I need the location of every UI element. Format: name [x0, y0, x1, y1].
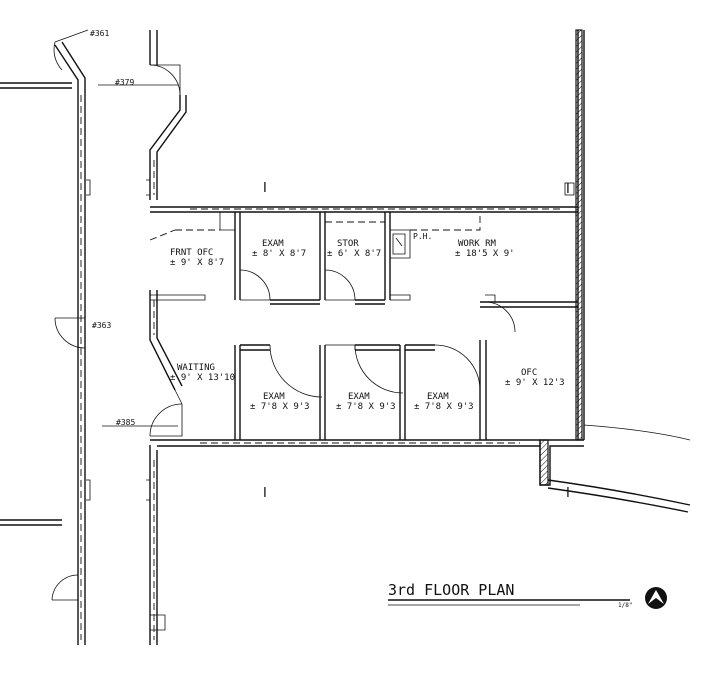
plan-title: 3rd FLOOR PLAN	[388, 581, 514, 599]
room-name: STOR	[337, 239, 359, 249]
room-name: EXAM	[263, 392, 285, 402]
room-size: ± 18'5 X 9'	[455, 249, 515, 259]
room-name: WAITING	[177, 363, 215, 373]
room-labels: FRNT OFC ± 9' X 8'7 EXAM ± 8' X 8'7 STOR…	[170, 232, 565, 412]
unit-number: #361	[90, 29, 109, 38]
room-name: FRNT OFC	[170, 248, 213, 258]
unit-number: #385	[116, 418, 135, 427]
bottom-room-walls	[174, 340, 487, 440]
room-size: ± 9' X 13'10	[170, 373, 235, 383]
title-block: 3rd FLOOR PLAN 1/8"	[388, 581, 667, 609]
column-mark: I	[263, 181, 267, 196]
top-room-walls	[149, 212, 578, 333]
left-doors	[51, 29, 183, 631]
column-mark: I	[566, 486, 570, 501]
north-arrow-icon	[645, 587, 667, 609]
room-name: WORK RM	[458, 239, 497, 249]
unit-number: #363	[92, 321, 111, 330]
room-size: ± 8' X 8'7	[252, 249, 306, 259]
suite-walls	[150, 29, 691, 513]
column-marks: I I I I	[263, 181, 570, 501]
room-size: ± 9' X 8'7	[170, 258, 224, 268]
unit-number: #379	[115, 78, 134, 87]
room-size: ± 7'8 X 9'3	[414, 402, 474, 412]
column-mark: I	[263, 486, 267, 501]
room-name: EXAM	[427, 392, 449, 402]
room-size: ± 7'8 X 9'3	[250, 402, 310, 412]
column-mark: I	[566, 182, 570, 197]
room-name: EXAM	[262, 239, 284, 249]
room-name: EXAM	[348, 392, 370, 402]
plan-scale: 1/8"	[618, 602, 632, 609]
room-name: OFC	[521, 368, 537, 378]
fixture-label: P.H.	[413, 232, 432, 241]
left-corridor-walls	[0, 30, 187, 645]
unit-numbers: #361 #379 #363 #385	[90, 29, 135, 427]
room-size: ± 9' X 12'3	[505, 378, 565, 388]
room-size: ± 6' X 8'7	[327, 249, 381, 259]
room-size: ± 7'8 X 9'3	[336, 402, 396, 412]
